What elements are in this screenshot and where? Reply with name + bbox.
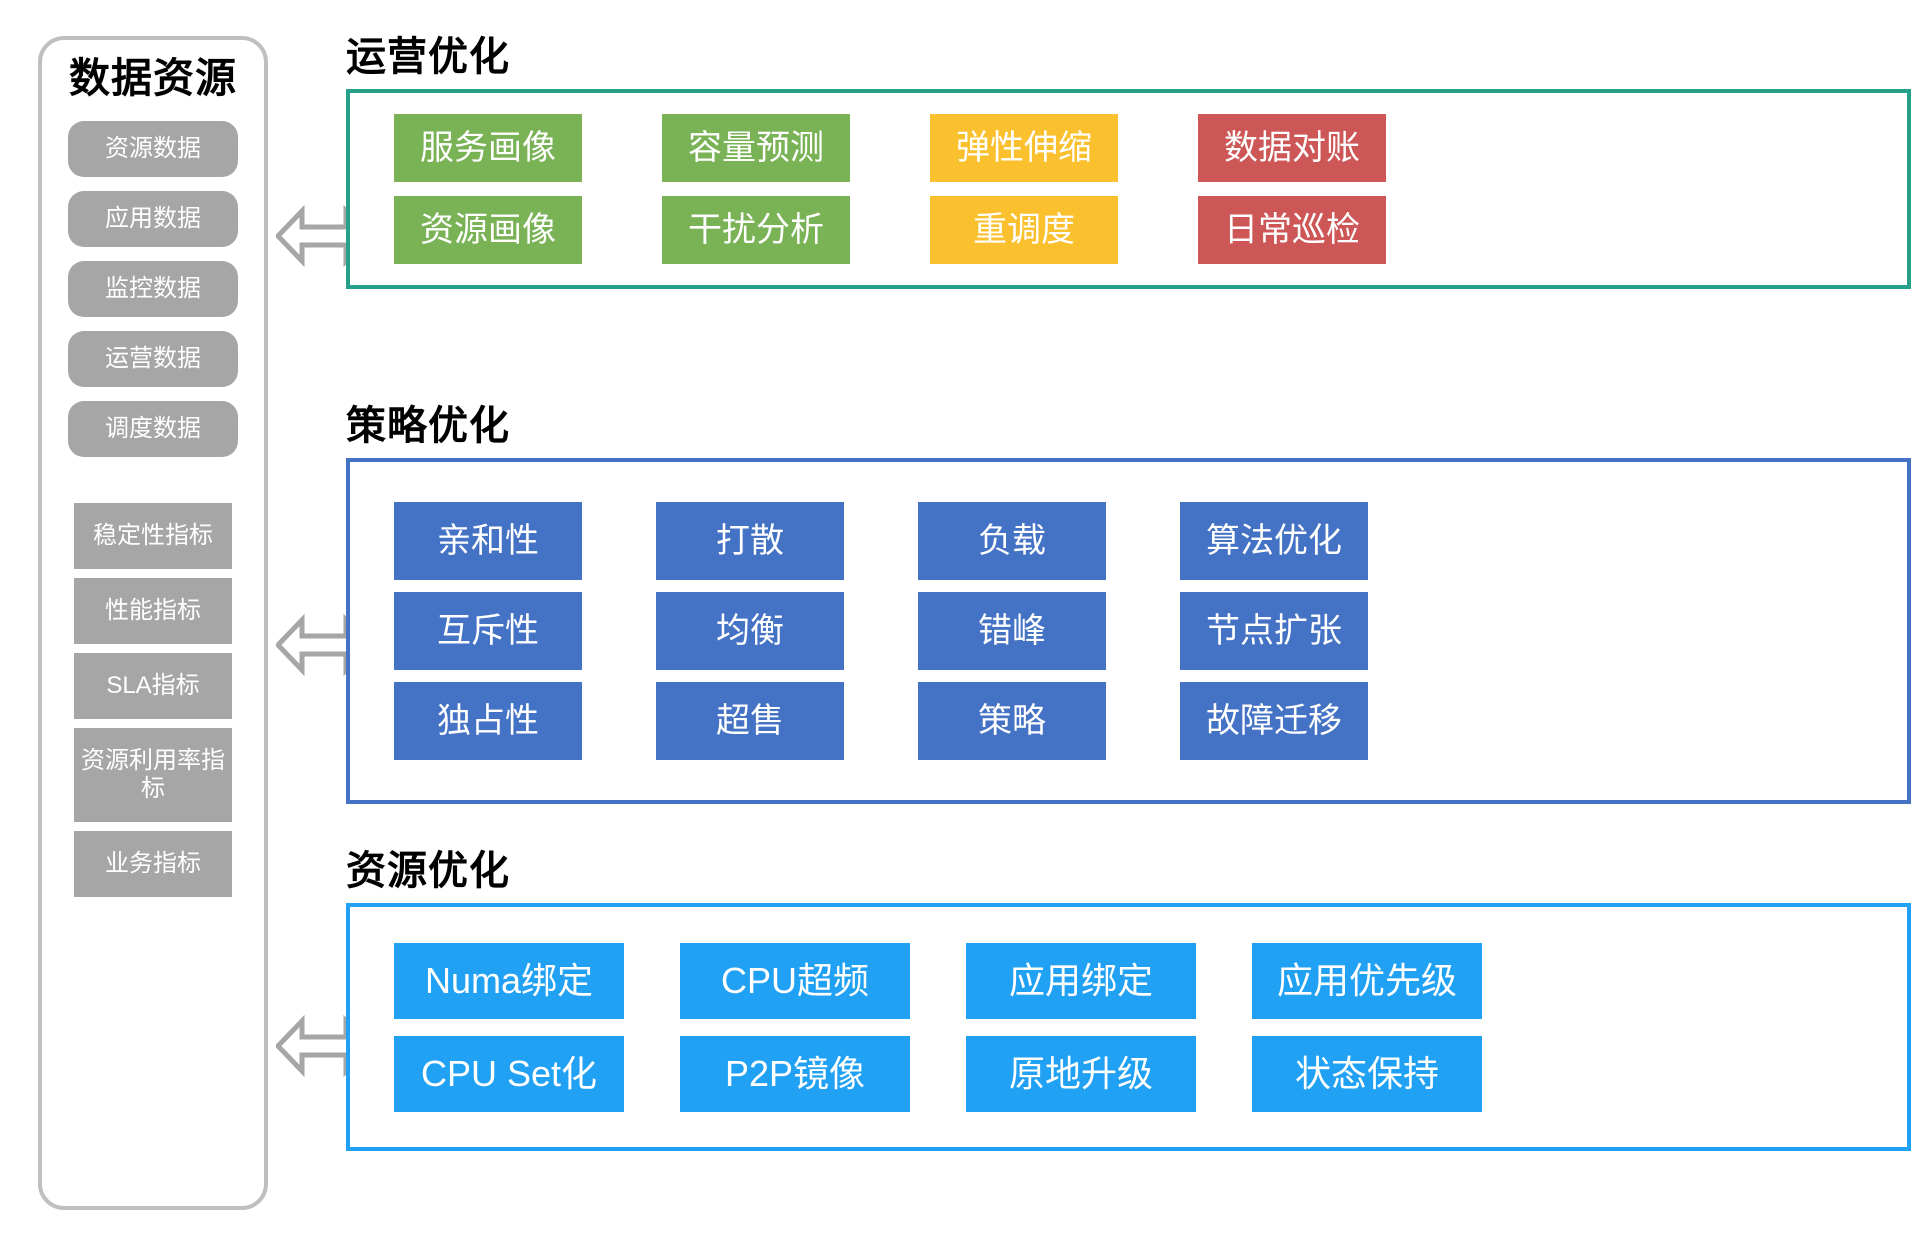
capability-column: 负载错峰策略 [918,502,1106,760]
capability-column: 弹性伸缩重调度 [930,114,1118,264]
data-resource-panel: 数据资源 资源数据应用数据监控数据运营数据调度数据 稳定性指标性能指标 SLA指标… [38,36,268,1210]
capability-column: 服务画像资源画像 [394,114,582,264]
metric-item[interactable]: 性能指标 [74,578,232,645]
capability-tile[interactable]: 节点扩张 [1180,592,1368,670]
data-source-item[interactable]: 资源数据 [68,121,238,178]
data-source-item[interactable]: 应用数据 [68,191,238,248]
capability-tile[interactable]: 重调度 [930,196,1118,264]
section-title-strategy: 策略优化 [346,404,510,448]
capability-tile[interactable]: Numa绑定 [394,942,624,1019]
capability-tile[interactable]: 弹性伸缩 [930,114,1118,182]
capability-tile[interactable]: 服务画像 [394,114,582,182]
capability-tile[interactable]: 错峰 [918,592,1106,670]
capability-tile[interactable]: 应用绑定 [966,942,1196,1019]
capability-column: CPU超频 P2P镜像 [680,942,910,1112]
capability-tile[interactable]: 打散 [656,502,844,580]
capability-column: 算法优化节点扩张故障迁移 [1180,502,1368,760]
capability-tile[interactable]: 数据对账 [1198,114,1386,182]
capability-tile[interactable]: P2P镜像 [680,1035,910,1112]
capability-tile[interactable]: 算法优化 [1180,502,1368,580]
section-title-operations: 运营优化 [346,35,510,79]
capability-column: 亲和性互斥性独占性 [394,502,582,760]
data-source-item[interactable]: 监控数据 [68,261,238,318]
capability-tile[interactable]: 亲和性 [394,502,582,580]
capability-tile[interactable]: 资源画像 [394,196,582,264]
metric-item[interactable]: 业务指标 [74,831,232,898]
capability-tile[interactable]: 应用优先级 [1252,942,1482,1019]
metric-item[interactable]: 稳定性指标 [74,503,232,570]
data-source-item[interactable]: 调度数据 [68,401,238,458]
metric-item[interactable]: SLA指标 [74,653,232,720]
section-resource-optimization: 资源优化 Numa绑定 CPU Set化 CPU超频 P2P镜像应用绑定原地升级应用优… [346,850,1911,1151]
capability-column: 应用绑定原地升级 [966,942,1196,1112]
capability-tile[interactable]: 容量预测 [662,114,850,182]
section-operations-optimization: 运营优化 服务画像资源画像容量预测干扰分析弹性伸缩重调度数据对账日常巡检 [346,36,1911,289]
capability-tile[interactable]: 日常巡检 [1198,196,1386,264]
capability-tile[interactable]: CPU Set化 [394,1035,624,1112]
data-source-item[interactable]: 运营数据 [68,331,238,388]
capability-tile[interactable]: 策略 [918,682,1106,760]
capability-column: 容量预测干扰分析 [662,114,850,264]
capability-column: 数据对账日常巡检 [1198,114,1386,264]
section-body-operations: 服务画像资源画像容量预测干扰分析弹性伸缩重调度数据对账日常巡检 [346,89,1911,289]
section-body-resource: Numa绑定 CPU Set化 CPU超频 P2P镜像应用绑定原地升级应用优先级状态保… [346,903,1911,1151]
capability-column: 打散均衡超售 [656,502,844,760]
metric-item[interactable]: 资源利用率指标 [74,728,232,823]
capability-column: Numa绑定 CPU Set化 [394,942,624,1112]
capability-tile[interactable]: 负载 [918,502,1106,580]
section-title-resource: 资源优化 [346,849,510,893]
capability-tile[interactable]: 超售 [656,682,844,760]
metric-list: 稳定性指标性能指标 SLA指标资源利用率指标业务指标 [42,503,264,898]
data-source-list: 资源数据应用数据监控数据运营数据调度数据 [42,121,264,458]
capability-tile[interactable]: 故障迁移 [1180,682,1368,760]
capability-tile[interactable]: 状态保持 [1252,1035,1482,1112]
capability-tile[interactable]: 干扰分析 [662,196,850,264]
capability-tile[interactable]: 互斥性 [394,592,582,670]
capability-column: 应用优先级状态保持 [1252,942,1482,1112]
capability-tile[interactable]: CPU超频 [680,942,910,1019]
capability-tile[interactable]: 均衡 [656,592,844,670]
capability-tile[interactable]: 独占性 [394,682,582,760]
section-strategy-optimization: 策略优化 亲和性互斥性独占性打散均衡超售负载错峰策略算法优化节点扩张故障迁移 [346,405,1911,804]
capability-tile[interactable]: 原地升级 [966,1035,1196,1112]
page-title: 数据资源 [69,55,237,101]
section-body-strategy: 亲和性互斥性独占性打散均衡超售负载错峰策略算法优化节点扩张故障迁移 [346,458,1911,804]
